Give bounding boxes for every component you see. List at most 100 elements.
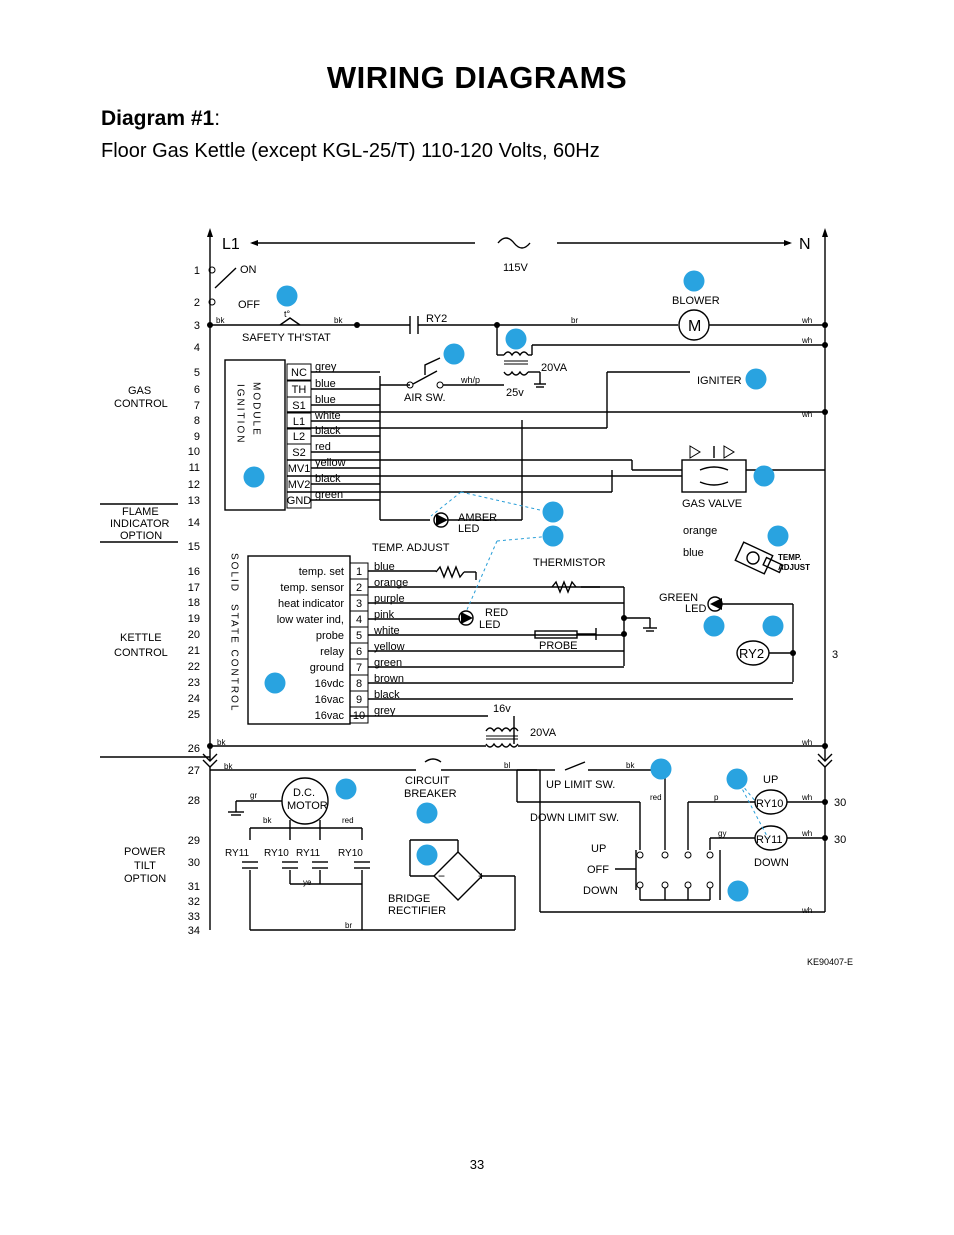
line-number: 16 [188, 566, 200, 578]
line-number: 31 [188, 881, 200, 893]
line-number: 21 [188, 645, 200, 657]
relay-contact-label: RY11 [296, 848, 321, 859]
dc-motor-2: MOTOR [287, 800, 328, 812]
wire-bk-2: bk [334, 316, 343, 325]
callout-marker [264, 672, 286, 694]
line-number: 5 [194, 367, 200, 379]
line-number: 18 [188, 597, 200, 609]
green-led-label-2: LED [685, 603, 706, 615]
line-number: 30 [188, 857, 200, 869]
tilt-contact [684, 851, 692, 859]
gas-control-1: GAS [128, 385, 151, 397]
red-led-icon [461, 612, 473, 624]
right-ref-30a: 30 [834, 797, 846, 809]
solid-state-pin: 7 [356, 662, 362, 674]
tilt-contact [661, 881, 669, 889]
flame-3: OPTION [120, 530, 162, 542]
line-number: 34 [188, 925, 200, 937]
line-number: 8 [194, 415, 200, 427]
section-labels: GAS CONTROL FLAME INDICATOR OPTION KETTL… [100, 385, 210, 885]
tilt-contact [636, 851, 644, 859]
bridge-rectifier [433, 851, 483, 901]
temp-adjust-label: TEMP. ADJUST [372, 542, 450, 554]
amber-led-icon [436, 514, 448, 526]
tilt-down: DOWN [583, 885, 618, 897]
solid-state-wire-color: white [373, 625, 400, 637]
solid-state-function: probe [316, 630, 344, 642]
rectifier-minus: − [438, 869, 445, 883]
solid-state-function: heat indicator [278, 598, 344, 610]
dc-motor-1: D.C. [293, 787, 315, 799]
ignition-terminal: L1 [293, 416, 305, 428]
solid-state-wire-color: pink [374, 609, 395, 621]
wire-wh-p: wh/p [460, 375, 480, 385]
power-switch: ON OFF [208, 264, 260, 311]
solid-state-pins: 12345678910blueorangepurplepinkwhiteyell… [349, 561, 793, 724]
callout-marker [416, 802, 438, 824]
red-led-label-2: LED [479, 619, 500, 631]
tilt-switch-contacts [636, 850, 721, 901]
switch-on-label: ON [240, 264, 257, 276]
callout-marker [767, 525, 789, 547]
flame-1: FLAME [122, 506, 159, 518]
kettle-control-1: KETTLE [120, 632, 162, 644]
safety-thstat-label: SAFETY TH'STAT [242, 332, 331, 344]
solid-state-function: 16vac [315, 710, 345, 722]
solid-state-wire-color: brown [374, 673, 404, 685]
diagram-number: Diagram #1 [101, 107, 215, 130]
line-number: 19 [188, 613, 200, 625]
solid-state-function: 16vac [315, 694, 345, 706]
solid-state-wire-color: yellow [374, 641, 405, 653]
temp-adjust-knob-2: ADJUST [778, 563, 810, 572]
bridge-rectifier-1: BRIDGE [388, 893, 430, 905]
air-sw-label: AIR SW. [404, 392, 446, 404]
ignition-wire-color: yellow [315, 457, 346, 469]
power-tilt-section: bk CIRCUIT BREAKER bl bk UP LIMIT SW. DO… [210, 758, 846, 931]
line-number: 11 [189, 462, 200, 474]
relay-contact-label: RY11 [225, 848, 250, 859]
callout-marker [726, 768, 748, 790]
ignition-wire-color: black [315, 473, 341, 485]
temp-adjust-blue: blue [683, 547, 704, 559]
solid-state-function: relay [320, 646, 344, 658]
blower-label: BLOWER [672, 295, 720, 307]
solid-state-wire-color: green [374, 657, 402, 669]
heading-colon: : [214, 107, 221, 130]
wire-wh-28: wh [801, 793, 812, 802]
wire-bk-26: bk [217, 738, 226, 747]
top-rail: L1 115V N [207, 228, 828, 760]
solid-state-pin: 1 [356, 566, 362, 578]
ignition-wire-color: red [315, 441, 331, 453]
solid-state-pin: 3 [356, 598, 362, 610]
line-numbers: 1234567891011121314151617181920212223242… [188, 265, 200, 937]
probe-label: PROBE [539, 640, 578, 652]
ac-source-icon [497, 237, 531, 249]
callout-markers [243, 270, 789, 902]
solid-label: SOLID [229, 553, 240, 593]
gas-valve [681, 459, 747, 493]
ignition-label: IGNITION [235, 384, 246, 444]
drawing-code: KE90407-E [807, 957, 853, 967]
down-limit-sw: DOWN LIMIT SW. [530, 812, 619, 824]
solid-state-function: ground [310, 662, 344, 674]
gas-control-2: CONTROL [114, 398, 168, 410]
callout-marker [243, 466, 265, 488]
line-number: 13 [188, 495, 200, 507]
line-number: 3 [194, 320, 200, 332]
tilt-contact [661, 851, 669, 859]
relay-contact-label: RY10 [338, 848, 363, 859]
wire-red-motor: red [342, 816, 354, 825]
wire-ye: ye [303, 878, 312, 887]
flame-2: INDICATOR [110, 518, 170, 530]
tilt-contact [706, 851, 714, 859]
ignition-wire-color: grey [315, 361, 337, 373]
line-number: 26 [188, 743, 200, 755]
solid-state-wire-color: black [374, 689, 400, 701]
transformer-top-20va: 20VA [541, 362, 568, 374]
ignition-terminal: GND [287, 495, 312, 507]
thstat-symbol: t° [284, 309, 291, 319]
diagram-heading: Diagram #1: [101, 107, 220, 131]
line-number: 22 [188, 661, 200, 673]
up-limit-sw: UP LIMIT SW. [546, 779, 615, 791]
